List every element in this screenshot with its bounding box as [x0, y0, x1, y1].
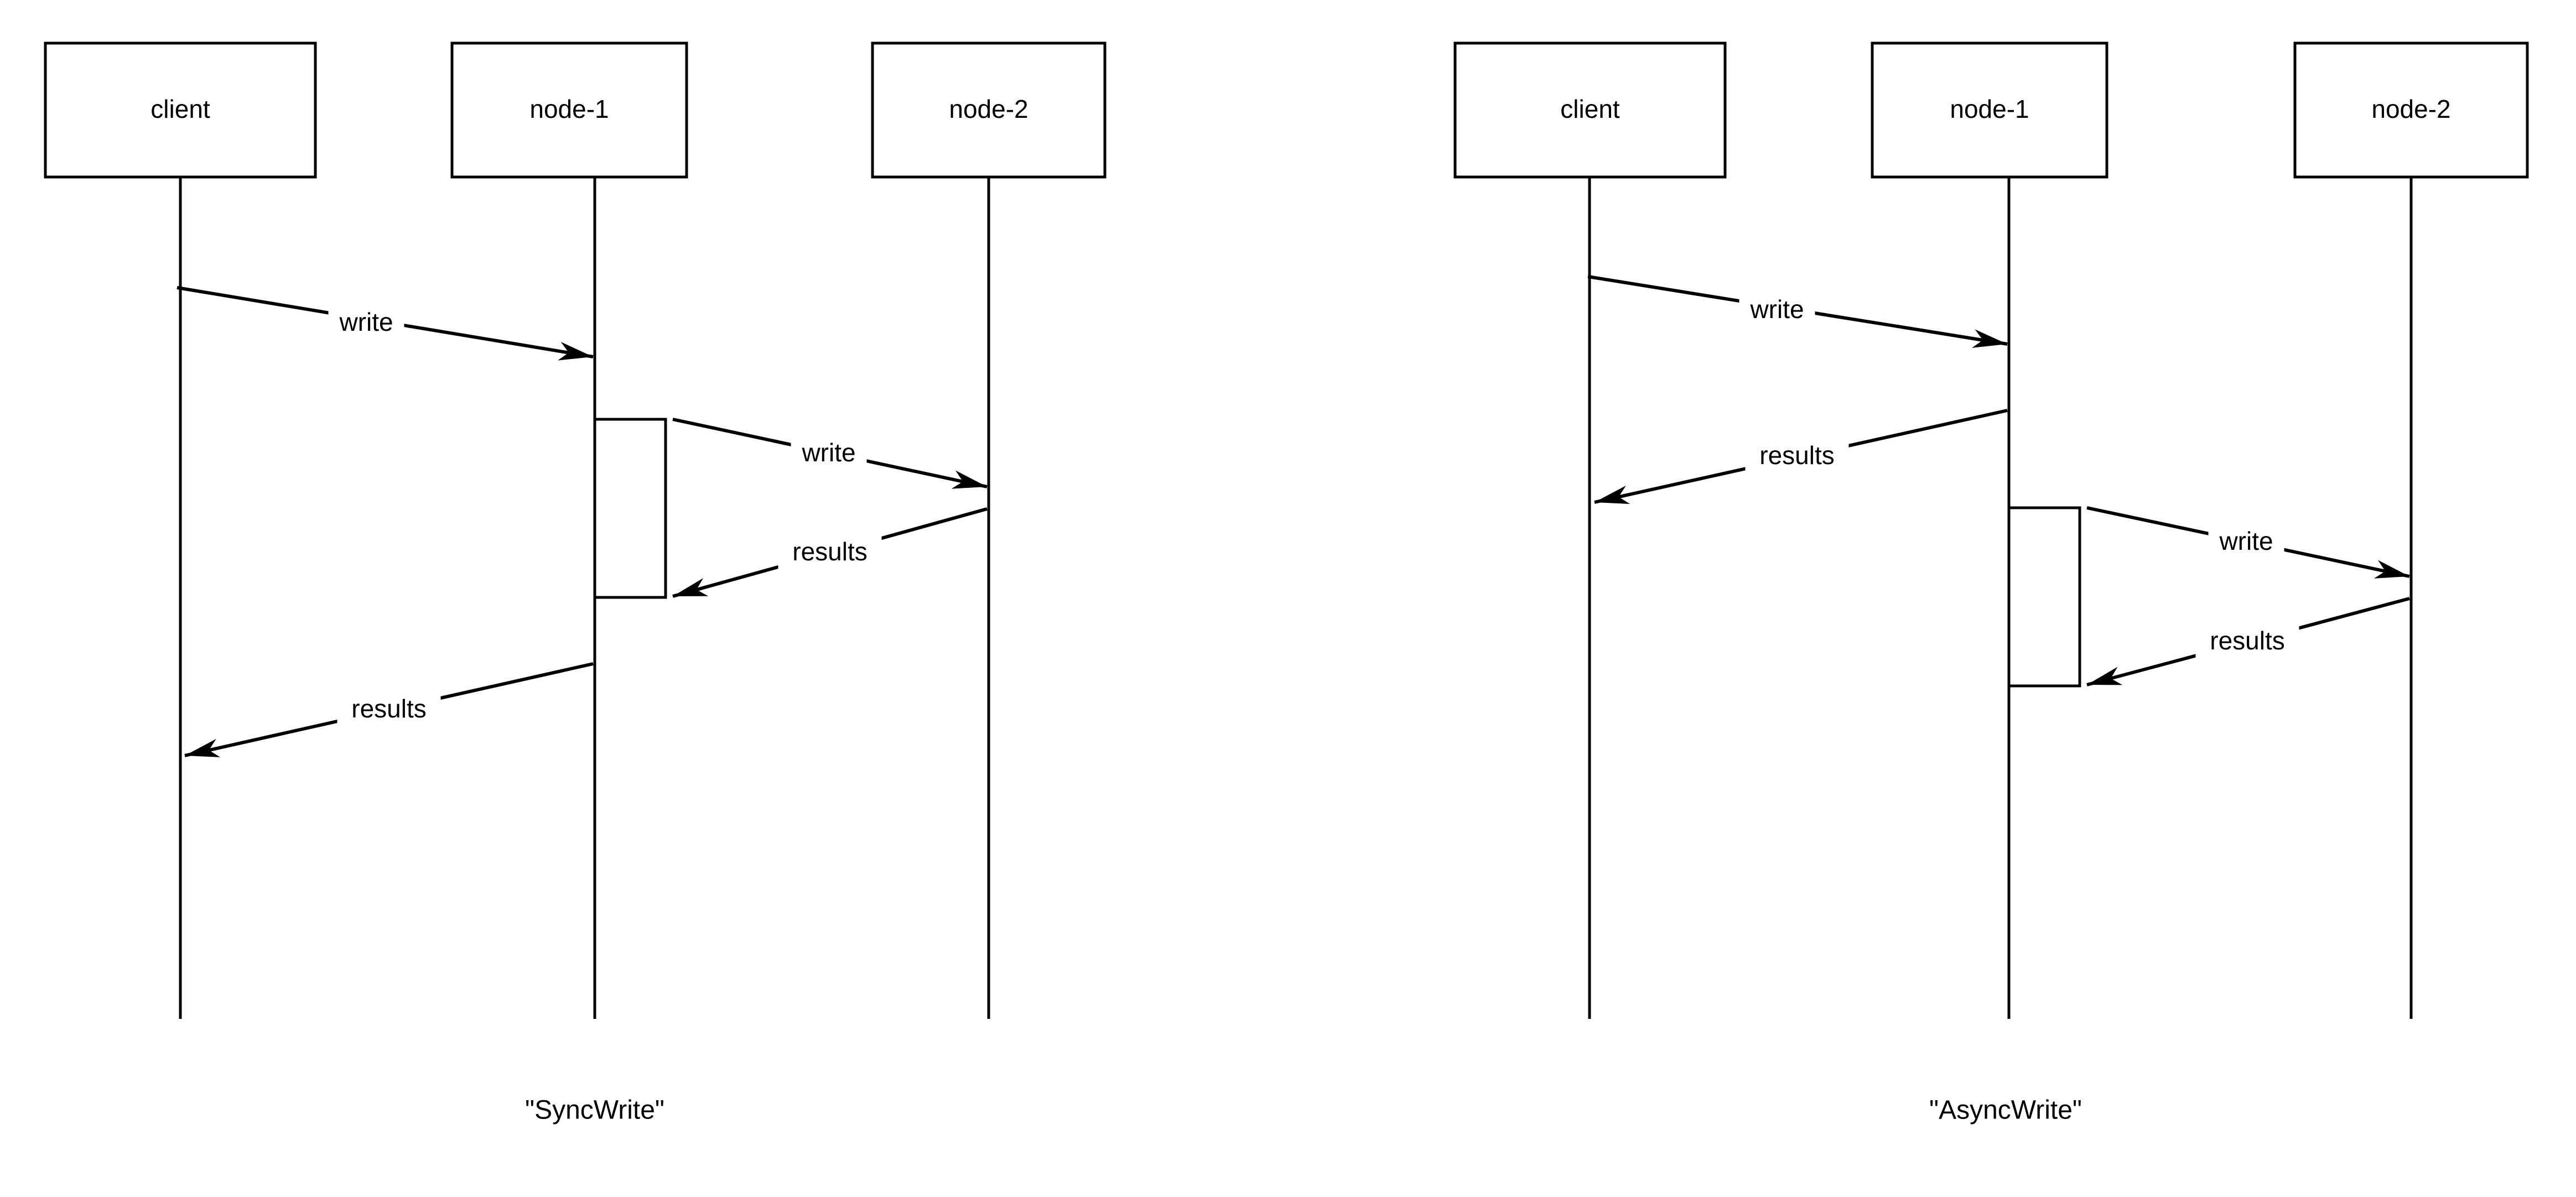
message-results-1-1[interactable]: results [1594, 409, 2008, 504]
message-arrowhead [1595, 485, 1630, 504]
message-label-backdrop [791, 436, 867, 471]
activation-bar-node-1[interactable] [593, 418, 667, 599]
message-label-write: write [801, 438, 855, 467]
activation-bar-node-1[interactable] [2007, 506, 2081, 688]
message-results-0-3[interactable]: results [184, 662, 594, 757]
diagram-sync-write: client node-1 node-2 write write results resul… [44, 41, 1107, 1125]
message-label-results: results [1759, 441, 1834, 470]
participant-box-client[interactable] [44, 41, 317, 179]
message-label-backdrop [337, 693, 441, 727]
participant-label-node-1: node-1 [1950, 95, 2029, 123]
participant-label-node-2: node-2 [2371, 95, 2450, 123]
message-label-write: write [339, 308, 393, 336]
participant-client-sync-write: client [44, 41, 317, 1019]
message-label-results: results [351, 694, 426, 723]
message-label-write: write [2219, 527, 2273, 555]
message-results-0-2[interactable]: results [672, 507, 988, 598]
participant-box-node-2[interactable] [871, 41, 1107, 179]
message-label-write: write [1749, 295, 1804, 324]
message-label-backdrop [1739, 293, 1815, 327]
message-arrowhead [673, 578, 709, 596]
participant-node-2-async-write: node-2 [2293, 41, 2529, 1019]
message-label-backdrop [2208, 525, 2284, 559]
participant-label-node-1: node-1 [529, 95, 609, 123]
message-label-backdrop [2195, 624, 2299, 659]
message-arrowhead [558, 342, 593, 361]
message-arrowhead [2374, 560, 2409, 579]
diagram-caption-sync-write: "SyncWrite" [525, 1096, 664, 1125]
participant-label-client: client [1560, 95, 1620, 123]
message-write-1-2[interactable]: write [2086, 506, 2410, 579]
message-label-backdrop [328, 306, 404, 340]
diagram-async-write: client node-1 node-2 write results write resul… [1453, 41, 2529, 1125]
participant-label-node-2: node-2 [949, 95, 1028, 123]
participant-label-client: client [150, 95, 210, 123]
message-label-backdrop [778, 535, 882, 570]
message-arrowhead [2087, 667, 2123, 685]
participant-node-2-sync-write: node-2 [871, 41, 1107, 1019]
message-write-0-0[interactable]: write [176, 286, 594, 361]
participant-client-async-write: client [1453, 41, 1727, 1019]
participant-box-node-1[interactable] [1871, 41, 2108, 179]
message-results-1-3[interactable]: results [2086, 597, 2410, 686]
message-label-results: results [2210, 626, 2284, 655]
participant-box-node-1[interactable] [450, 41, 688, 179]
message-arrowhead [1972, 329, 2007, 348]
participant-box-node-2[interactable] [2293, 41, 2529, 179]
message-write-1-0[interactable]: write [1587, 275, 2008, 348]
message-write-0-1[interactable]: write [672, 418, 988, 489]
participant-node-1-sync-write: node-1 [450, 41, 688, 1019]
diagram-caption-async-write: "AsyncWrite" [1929, 1096, 2082, 1125]
message-label-results: results [792, 537, 867, 566]
message-arrowhead [951, 470, 987, 489]
participant-box-client[interactable] [1453, 41, 1727, 179]
message-arrowhead [185, 738, 221, 757]
message-label-backdrop [1745, 439, 1849, 473]
